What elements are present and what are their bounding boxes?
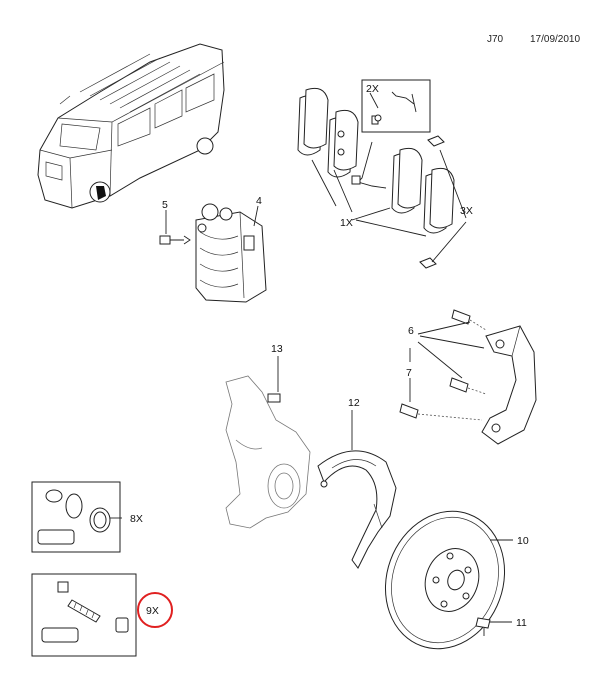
parts-box-2x <box>361 79 431 133</box>
kit-box-9x <box>31 573 137 657</box>
label-10: 10 <box>517 535 529 547</box>
bleed-screw <box>159 235 191 245</box>
diagram-code: J70 <box>487 34 504 45</box>
brake-pads <box>297 87 455 234</box>
label-13: 13 <box>271 343 283 355</box>
dust-shield <box>317 450 397 569</box>
label-9x: 9X <box>146 605 159 617</box>
pad-clips <box>419 135 445 269</box>
label-12: 12 <box>348 397 360 409</box>
label-3x: 3X <box>460 205 473 217</box>
caliper-bracket <box>481 325 537 445</box>
label-2x: 2X <box>366 83 379 95</box>
label-7: 7 <box>406 367 412 379</box>
label-11: 11 <box>516 617 527 629</box>
brake-disc <box>384 510 506 650</box>
label-5: 5 <box>162 199 168 211</box>
highlight-circle <box>137 592 173 628</box>
caliper <box>195 203 267 303</box>
diagram-date: 17/09/2010 <box>530 34 581 45</box>
label-8x: 8X <box>130 513 143 525</box>
label-1x: 1X <box>340 217 353 229</box>
bracket-bolts <box>399 309 487 421</box>
van-illustration <box>37 43 225 209</box>
leader-lines <box>110 92 513 623</box>
steering-knuckle <box>225 375 311 529</box>
label-6: 6 <box>408 325 414 337</box>
disc-screw <box>475 617 491 636</box>
label-4: 4 <box>256 195 262 207</box>
kit-box-8x <box>31 481 121 553</box>
